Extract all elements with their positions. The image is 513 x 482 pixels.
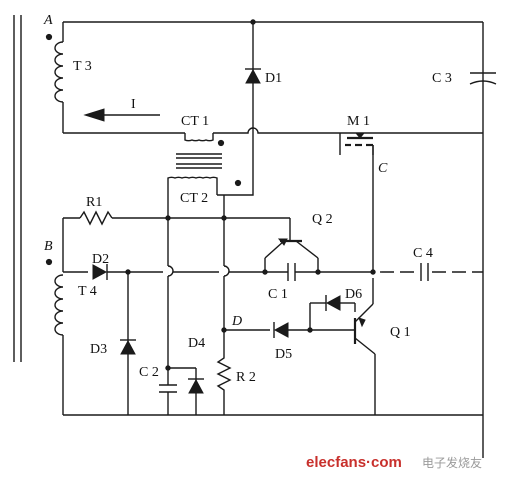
ct2-winding <box>167 163 222 185</box>
ct2-polarity-dot <box>234 179 242 187</box>
m1-mosfet <box>339 132 483 155</box>
d1-diode <box>245 22 261 125</box>
d5-diode <box>273 322 289 338</box>
r2-label: R 2 <box>236 370 256 385</box>
r1-resistor <box>79 210 113 226</box>
ct1-core <box>176 153 222 159</box>
q2-transistor <box>264 228 319 272</box>
terminal-d-label: D <box>231 314 242 329</box>
watermark-site: elecfans·com <box>306 454 402 471</box>
d6-diode <box>325 295 341 311</box>
c3-label: C 3 <box>432 71 452 86</box>
c2-label: C 2 <box>139 365 159 380</box>
t4-winding <box>45 218 64 415</box>
t4-label: T 4 <box>78 284 97 299</box>
d6-label: D6 <box>345 287 362 302</box>
ct1-polarity-dot <box>217 139 225 147</box>
c3-capacitor <box>469 72 497 85</box>
d4-label: D4 <box>188 336 205 351</box>
d3-label: D3 <box>90 342 107 357</box>
ct2-label: CT 2 <box>180 191 208 206</box>
q1-label: Q 1 <box>390 325 411 340</box>
m1-label: M 1 <box>347 114 370 129</box>
watermark-cn: 电子发烧友 <box>422 455 482 470</box>
d5-label: D5 <box>275 347 292 362</box>
d1-label: D1 <box>265 71 282 86</box>
watermark: elecfans·com 电子发烧友 <box>306 454 482 471</box>
terminal-a-label: A <box>43 13 53 28</box>
transformer-core <box>13 15 22 362</box>
t3-polarity-dot <box>45 33 53 41</box>
c1-label: C 1 <box>268 287 288 302</box>
r2-resistor <box>216 354 232 415</box>
d4-diode <box>188 368 204 415</box>
terminal-c-label: C <box>378 161 388 176</box>
d2-label: D2 <box>92 252 109 267</box>
r1-label: R1 <box>86 195 102 210</box>
current-arrow <box>83 108 160 122</box>
t3-winding <box>45 22 64 133</box>
current-label: I <box>131 97 136 112</box>
q1-transistor <box>353 278 376 415</box>
c1-capacitor <box>287 263 296 281</box>
t4-polarity-dot <box>45 258 53 266</box>
c4-capacitor <box>420 263 429 281</box>
c4-label: C 4 <box>413 246 433 261</box>
c2-capacitor <box>159 380 177 415</box>
q2-label: Q 2 <box>312 212 333 227</box>
d3-diode <box>120 272 136 415</box>
junction-dots <box>125 19 376 371</box>
terminal-b-label: B <box>44 239 53 254</box>
ct1-label: CT 1 <box>181 114 209 129</box>
t3-label: T 3 <box>73 59 92 74</box>
